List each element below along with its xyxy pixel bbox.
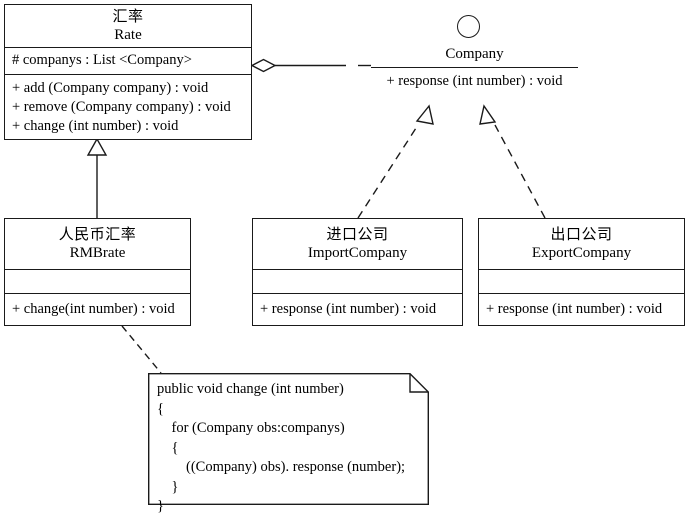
class-operation: + add (Company company) : void — [12, 80, 209, 96]
edge-rmbrate-extends-rate — [86, 137, 108, 218]
interface-separator-rule — [371, 67, 578, 68]
class-name-cn-rate: 汇率 — [112, 7, 144, 25]
note-box-change-method[interactable]: public void change (int number) { for (C… — [148, 373, 429, 513]
class-name-compartment-exportcompany: 出口公司 ExportCompany — [479, 219, 684, 269]
class-operation: + remove (Company company) : void — [12, 99, 231, 115]
class-name-cn-exportcompany: 出口公司 — [550, 225, 613, 243]
class-name-compartment-rate: 汇率 Rate — [5, 5, 251, 47]
class-box-rmbrate[interactable]: 人民币汇率 RMBrate + change(int number) : voi… — [4, 218, 191, 326]
class-operations-compartment-exportcompany: + response (int number) : void — [479, 293, 684, 325]
class-name-en-exportcompany: ExportCompany — [531, 245, 632, 261]
hollow-triangle-marker — [415, 104, 434, 125]
class-attributes-compartment-rate: # companys : List <Company> — [5, 47, 251, 74]
class-attributes-compartment-rmbrate — [5, 269, 190, 293]
class-operations-compartment-rate: + add (Company company) : void + remove … — [5, 74, 251, 141]
class-operations-compartment-importcompany: + response (int number) : void — [253, 293, 462, 325]
class-box-exportcompany[interactable]: 出口公司 ExportCompany + response (int numbe… — [478, 218, 685, 326]
class-attributes-compartment-exportcompany — [479, 269, 684, 293]
class-name-cn-rmbrate: 人民币汇率 — [58, 225, 137, 243]
class-box-rate[interactable]: 汇率 Rate # companys : List <Company> + ad… — [4, 4, 252, 140]
edge-exportcompany-implements-company — [479, 104, 546, 219]
interface-operation-label: + response (int number) : void — [386, 73, 563, 89]
note-shape — [148, 373, 429, 505]
class-name-en-importcompany: ImportCompany — [307, 245, 408, 261]
note-code-text: public void change (int number) { for (C… — [157, 381, 406, 513]
class-name-en-rate: Rate — [114, 27, 142, 43]
class-box-importcompany[interactable]: 进口公司 ImportCompany + response (int numbe… — [252, 218, 463, 326]
class-name-en-rmbrate: RMBrate — [69, 245, 126, 261]
class-operations-compartment-rmbrate: + change(int number) : void — [5, 293, 190, 325]
class-name-compartment-importcompany: 进口公司 ImportCompany — [253, 219, 462, 269]
class-operation: + change(int number) : void — [12, 300, 175, 317]
interface-circle-icon — [457, 15, 480, 38]
class-name-compartment-rmbrate: 人民币汇率 RMBrate — [5, 219, 190, 269]
note-folded-corner-icon — [409, 373, 429, 393]
edge-importcompany-implements-company — [357, 104, 434, 219]
class-attribute: # companys : List <Company> — [12, 52, 192, 68]
edge-rmbrate-note-link — [121, 325, 162, 374]
class-operation: + response (int number) : void — [260, 300, 437, 317]
interface-name-label: Company — [445, 46, 504, 62]
class-attributes-compartment-importcompany — [253, 269, 462, 293]
interface-company[interactable]: Company + response (int number) : void — [0, 0, 690, 100]
hollow-triangle-marker — [479, 104, 497, 125]
hollow-triangle-marker — [86, 137, 108, 156]
class-operation: + change (int number) : void — [12, 118, 179, 134]
class-name-cn-importcompany: 进口公司 — [326, 225, 389, 243]
class-operation: + response (int number) : void — [486, 300, 663, 317]
